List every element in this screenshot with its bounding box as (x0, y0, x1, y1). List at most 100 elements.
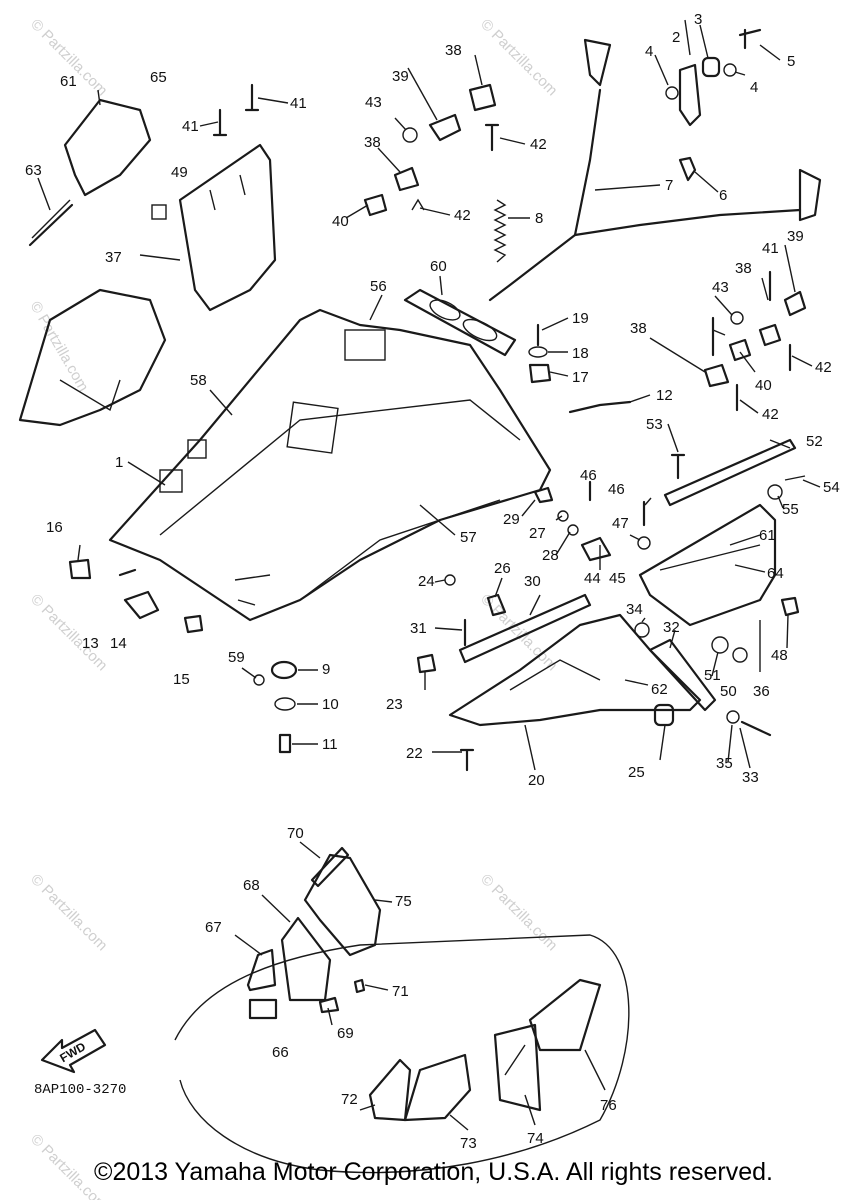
part-15-grommet (183, 614, 204, 634)
callout-label: 14 (110, 635, 127, 652)
part-70-strip (310, 846, 350, 888)
part-5-screw (738, 28, 762, 50)
callout-label: 13 (82, 635, 99, 652)
part-27-washer (557, 510, 569, 522)
watermark: © Partzilla.com (27, 591, 110, 674)
callout-label: 62 (651, 681, 668, 698)
callout-label: 3 (694, 11, 702, 28)
callout-label: 70 (287, 825, 304, 842)
callout-label: 5 (787, 53, 795, 70)
callout-label: 73 (460, 1135, 477, 1152)
callout-label: 32 (663, 619, 680, 636)
callout-label: 38 (364, 134, 381, 151)
callout-label: 45 (609, 570, 626, 587)
callout-label: 76 (600, 1097, 617, 1114)
callout-label: 51 (704, 667, 721, 684)
callout-label: 20 (528, 772, 545, 789)
part-34-grommet (634, 622, 650, 638)
callout-label: 19 (572, 310, 589, 327)
watermark: © Partzilla.com (27, 299, 92, 395)
callout-label: 17 (572, 369, 589, 386)
callout-label: 23 (386, 696, 403, 713)
callout-label: 74 (527, 1130, 544, 1147)
callout-label: 1 (115, 454, 123, 471)
part-14-clip (123, 590, 160, 620)
part-49-clip (151, 204, 167, 220)
hood-outline (174, 934, 630, 1174)
callout-label: 38 (630, 320, 647, 337)
part-59-washer (253, 674, 265, 686)
part-20-panel (448, 613, 702, 727)
callout-label: 35 (716, 755, 733, 772)
part-61-decal (63, 98, 152, 197)
callout-label: 33 (742, 769, 759, 786)
callout-label: 40 (332, 213, 349, 230)
callout-label: 63 (25, 162, 42, 179)
callout-label: 75 (395, 893, 412, 910)
part-44-bracket (580, 536, 612, 562)
copyright-notice: ©2013 Yamaha Motor Corporation, U.S.A. A… (94, 1158, 773, 1186)
callout-label: 54 (823, 479, 840, 496)
leader-lines (37, 19, 821, 1131)
part-30-strip (458, 593, 592, 664)
callout-label: 15 (173, 671, 190, 688)
part-29-clip (533, 486, 554, 504)
callout-label: 41 (290, 95, 307, 112)
part-18-washer (528, 346, 548, 358)
part-35-washer (726, 710, 740, 724)
callout-label: 2 (672, 29, 680, 46)
callout-label: 31 (410, 620, 427, 637)
callout-label: 4 (645, 43, 653, 60)
callout-label: 6 (719, 187, 727, 204)
callout-label: 55 (782, 501, 799, 518)
callout-label: 66 (272, 1044, 289, 1061)
part-50-grommet (732, 647, 748, 663)
part-shapes: FWD (18, 28, 822, 1174)
part-4-washer (723, 63, 737, 77)
fwd-arrow-icon: FWD (40, 1028, 107, 1074)
callout-label: 38 (735, 260, 752, 277)
watermark: © Partzilla.com (27, 871, 110, 954)
part-41-pin (212, 108, 228, 137)
part-54-screw (784, 475, 806, 481)
callout-label: 50 (720, 683, 737, 700)
callout-label: 10 (322, 696, 339, 713)
callout-label: 64 (767, 565, 784, 582)
callout-label: 22 (406, 745, 423, 762)
part-10-washer (274, 697, 296, 711)
callout-label: 69 (337, 1025, 354, 1042)
callout-label: 43 (712, 279, 729, 296)
part-72-panel (368, 1058, 412, 1122)
callout-label: 42 (762, 406, 779, 423)
callout-label: 42 (454, 207, 471, 224)
callout-label: 8 (535, 210, 543, 227)
part-33-screw (740, 720, 772, 737)
callout-label: 65 (150, 69, 167, 86)
part-16-screw (68, 558, 92, 580)
part-53-bolt (670, 453, 686, 480)
part-73-panel (403, 1053, 472, 1122)
callout-label: 9 (322, 661, 330, 678)
part-76-panel (528, 978, 602, 1052)
part-69-pad (318, 996, 340, 1014)
callout-label: 47 (612, 515, 629, 532)
part-39-bracket (428, 113, 462, 142)
callout-label: 53 (646, 416, 663, 433)
part-23-grommet (416, 653, 437, 674)
part-4-washer (665, 86, 679, 100)
part-43-washer (730, 311, 744, 325)
part-43-washer (402, 127, 418, 143)
callout-label: 40 (755, 377, 772, 394)
callout-label: 52 (806, 433, 823, 450)
cowl-fragment (18, 288, 167, 427)
part-3-bushing (701, 56, 721, 78)
callout-label: 25 (628, 764, 645, 781)
callout-label: 39 (787, 228, 804, 245)
callout-label: 59 (228, 649, 245, 666)
part-37-panel (178, 143, 277, 312)
callout-label: 34 (626, 601, 643, 618)
part-25-bushing (653, 703, 675, 727)
part-6-knob (678, 156, 697, 182)
part-40-clip (728, 338, 752, 362)
